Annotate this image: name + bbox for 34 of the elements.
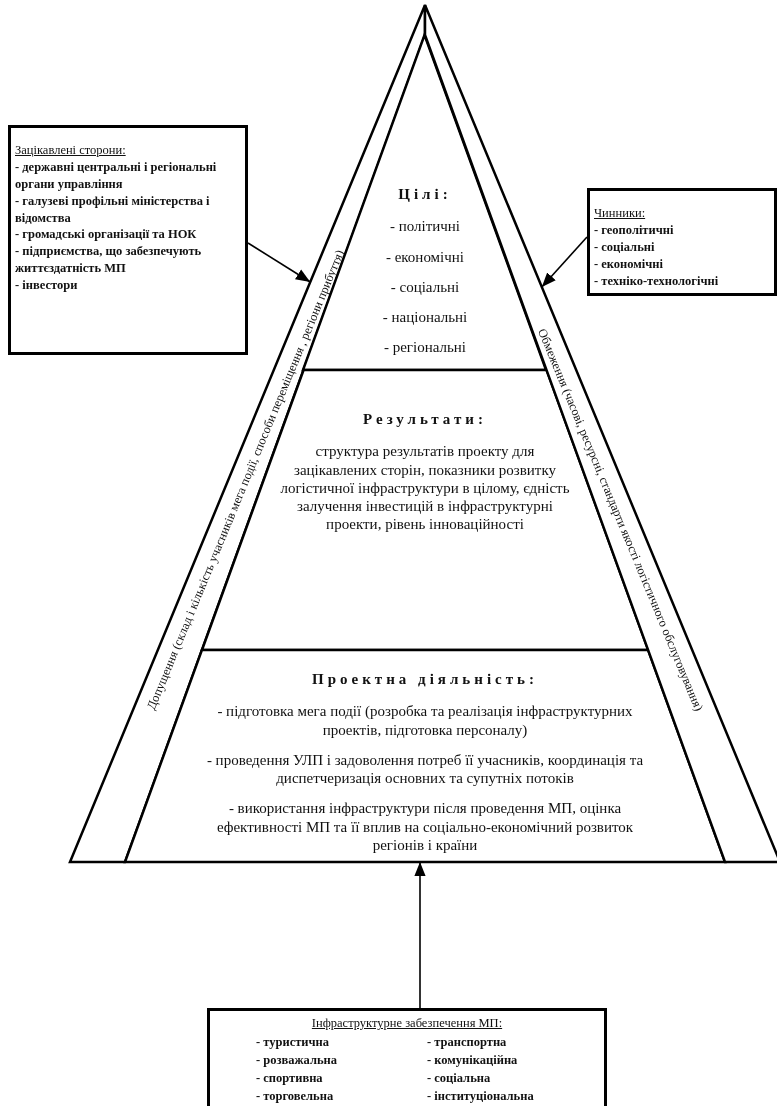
box-heading: Чинники:	[594, 205, 647, 222]
box-heading: Зацікавлені сторони:	[15, 142, 127, 159]
paragraph: - використання інфраструктури після проведення МП, оцінка ефективності МП та її вплив на соціально-економічний розвиток регіонів і країни	[215, 799, 635, 855]
text-box	[8, 125, 248, 355]
list-item: - громадські організації та НОК	[15, 226, 198, 244]
arrow	[541, 236, 588, 288]
section-heading: Цілі:	[397, 185, 453, 204]
list-item: - економічні	[594, 255, 665, 273]
arrow	[247, 242, 312, 283]
arrow	[414, 861, 426, 1009]
box-heading: Інфраструктурне забезпечення МП:	[310, 1015, 504, 1032]
list-item: - спортивна	[256, 1069, 324, 1087]
text-box	[207, 1008, 607, 1106]
list-item: - транспортна	[427, 1033, 508, 1051]
text-box	[587, 188, 777, 296]
list-item: - розважальна	[256, 1051, 338, 1069]
list-item: - державні центральні і регіональні органи управління	[15, 158, 218, 193]
list-item: - техніко-технологічні	[594, 272, 720, 290]
list-item: - регіональні	[382, 338, 467, 357]
list-item: - інституціональна	[427, 1087, 535, 1105]
list-item: - торговельна	[256, 1087, 335, 1105]
list-item: - політичні	[388, 217, 461, 236]
list-item: - туристична	[256, 1033, 331, 1051]
paragraph: - проведення УЛП і задоволення потреб її учасників, координація та диспетчеризація основних та супутніх потоків	[205, 750, 645, 788]
list-item: - комунікаційна	[427, 1051, 519, 1069]
list-item: - соціальні	[594, 238, 656, 256]
list-item: - соціальна	[427, 1069, 492, 1087]
paragraph: структура результатів проекту для зацікавлених сторін, показники розвитку логістичної інфраструктури в цілому, єдність залучення інвестицій в інфраструктурні проекти, рівень інноваційності	[279, 442, 571, 534]
list-item: - підприємства, що забезпечують життєздатність МП	[15, 243, 203, 277]
list-item: - інвестори	[15, 277, 79, 294]
list-item: - геополітичні	[594, 221, 675, 239]
list-item: - національні	[381, 308, 469, 327]
paragraph: - підготовка мега події (розробка та реалізація інфраструктурних проектів, підготовка персоналу)	[216, 702, 634, 739]
list-item: - галузеві профільні міністерства і відомства	[15, 192, 211, 227]
